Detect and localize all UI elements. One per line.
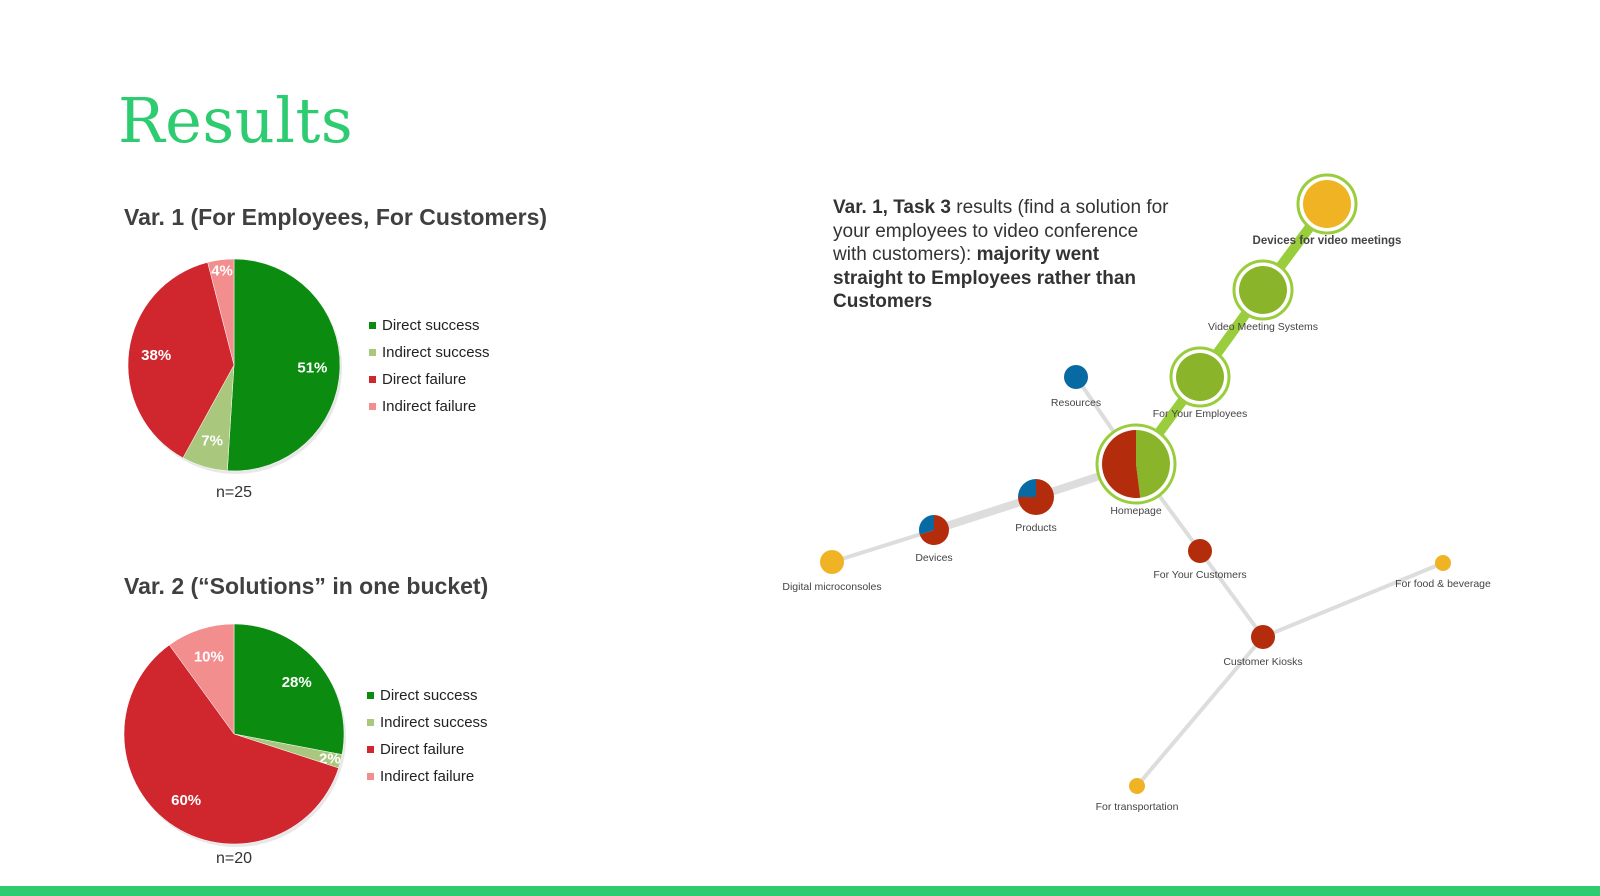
- pie-slice-indirect-failure: [207, 258, 235, 366]
- legend-item: Direct failure: [369, 366, 490, 393]
- task-description-text: results (find a solution for your employ…: [833, 197, 1169, 265]
- tree-node-slice: [1102, 430, 1141, 498]
- tree-node-label: For transportation: [1096, 801, 1179, 813]
- legend-swatch: [367, 746, 374, 753]
- tree-node-transport: For transportation: [1096, 778, 1179, 813]
- legend-swatch: [369, 376, 376, 383]
- tree-node-slice: [1136, 430, 1171, 498]
- pie-slice-label: 10%: [194, 649, 224, 666]
- tree-edge: [1135, 635, 1265, 788]
- tree-node-label: Devices: [915, 552, 952, 564]
- tree-node-digital-micro: Digital microconsoles: [782, 550, 882, 593]
- legend-item: Indirect failure: [369, 393, 490, 420]
- pie-slice-label: 7%: [201, 432, 223, 449]
- tree-node-slice: [1018, 479, 1036, 497]
- tree-node-mark: [1435, 555, 1451, 571]
- tree-node-label: Homepage: [1110, 505, 1162, 517]
- tree-node-mark: [1129, 778, 1145, 794]
- tree-node-label: Resources: [1051, 397, 1101, 409]
- tree-node-label: Digital microconsoles: [782, 581, 881, 593]
- pie2-sample-size: n=20: [215, 850, 253, 867]
- legend-swatch: [369, 322, 376, 329]
- tree-nodes: Homepage For Your Employees Video Meeting …: [782, 173, 1491, 813]
- task-description: Var. 1, Task 3 results (find a solution …: [833, 196, 1173, 314]
- pie1-title: Var. 1 (For Employees, For Customers): [124, 204, 548, 230]
- tree-node-homepage: Homepage: [1095, 423, 1177, 517]
- tree-node-mark: [1239, 266, 1287, 314]
- legend-item: Indirect success: [369, 339, 490, 366]
- tree-node-label: Customer Kiosks: [1223, 656, 1302, 668]
- pie-slice-label: 28%: [282, 674, 312, 691]
- legend-label: Indirect success: [382, 344, 490, 361]
- pie1-sample-size: n=25: [215, 484, 253, 501]
- tree-edge: [1261, 561, 1445, 639]
- tree-node-mark: [820, 550, 844, 574]
- pie-slice-label: 51%: [297, 359, 327, 376]
- legend-item: Direct success: [367, 682, 488, 709]
- legend-label: Direct failure: [380, 741, 465, 758]
- legend-item: Direct failure: [367, 736, 488, 763]
- tree-node-label: Devices for video meetings: [1253, 235, 1402, 247]
- tree-node-kiosks: Customer Kiosks: [1223, 625, 1303, 668]
- tree-node-label: For Your Employees: [1153, 408, 1248, 420]
- pie-slice-indirect-failure: [168, 623, 235, 735]
- pie-slice-label: 38%: [141, 347, 171, 364]
- legend-label: Indirect success: [380, 714, 488, 731]
- tree-node-slice: [919, 515, 934, 535]
- tree-node-resources: Resources: [1051, 365, 1101, 409]
- legend-swatch: [367, 719, 374, 726]
- pie-slice-direct-success: [233, 623, 345, 755]
- tree-node-mark: [1251, 625, 1275, 649]
- tree-node-mark: [1064, 365, 1088, 389]
- legend-item: Direct success: [369, 312, 490, 339]
- pie2-title: Var. 2 (“Solutions” in one bucket): [124, 573, 489, 599]
- tree-edge: [1198, 549, 1265, 639]
- tree-node-mark: [1188, 539, 1212, 563]
- task-description-tail: majority went straight to Employees rath…: [833, 244, 1137, 312]
- pie-slice-label: 60%: [171, 792, 201, 809]
- legend-label: Direct success: [382, 317, 480, 334]
- pie-slice-direct-failure: [127, 262, 235, 459]
- legend-swatch: [369, 349, 376, 356]
- tree-node-label: Video Meeting Systems: [1208, 321, 1318, 333]
- bottom-accent-bar: [0, 886, 1600, 896]
- legend-swatch: [367, 773, 374, 780]
- tree-edge: [830, 528, 936, 564]
- tree-node-products: Products: [1015, 479, 1057, 534]
- tree-node-label: For food & beverage: [1395, 578, 1491, 590]
- tree-node-label: Products: [1015, 522, 1056, 534]
- pie-slice-direct-failure: [123, 644, 339, 845]
- pie-chart-var2: 28%2%60%10%: [123, 623, 346, 847]
- legend-item: Indirect failure: [367, 763, 488, 790]
- tree-node-devices: Devices: [915, 515, 953, 564]
- tree-node-video-devices: Devices for video meetings: [1253, 173, 1402, 247]
- legend-item: Indirect success: [367, 709, 488, 736]
- tree-node-label: For Your Customers: [1153, 569, 1246, 581]
- pie-slice-label: 4%: [211, 262, 233, 279]
- tree-node-for-customers: For Your Customers: [1153, 539, 1247, 581]
- tree-node-mark: [1303, 180, 1351, 228]
- tree-node-mark: [1176, 353, 1224, 401]
- legend-swatch: [369, 403, 376, 410]
- tree-node-slice: [919, 515, 950, 546]
- legend-label: Indirect failure: [382, 398, 477, 415]
- pie-chart-var1: 51% 7% 38% 4%: [127, 258, 342, 474]
- pie-slice-direct-success: [227, 258, 341, 472]
- tree-node-video-systems: Video Meeting Systems: [1208, 259, 1318, 333]
- task-description-lead: Var. 1, Task 3: [833, 197, 951, 218]
- legend-label: Direct failure: [382, 371, 467, 388]
- legend-swatch: [367, 692, 374, 699]
- tree-node-food-bev: For food & beverage: [1395, 555, 1491, 590]
- slide-title: Results: [118, 84, 354, 157]
- tree-node-for-employees: For Your Employees: [1153, 346, 1248, 420]
- legend-label: Indirect failure: [380, 768, 475, 785]
- legend-label: Direct success: [380, 687, 478, 704]
